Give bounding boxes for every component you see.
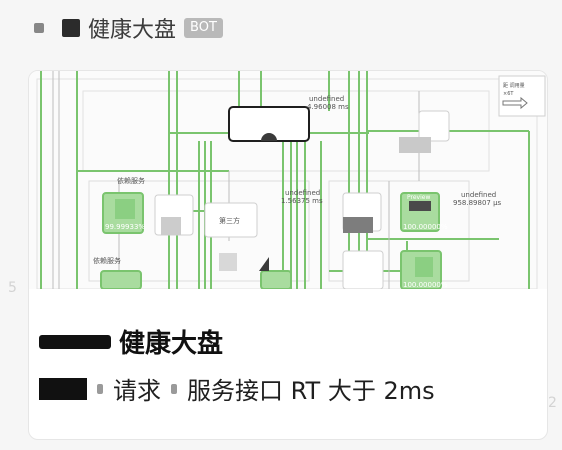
- service-diagram-image[interactable]: undefined 4.96008 ms undefined 1.56375 m…: [29, 71, 547, 289]
- label-node-percent-right: 100.00000%: [403, 223, 448, 231]
- watermark-left: 5: [8, 280, 17, 296]
- chat-header: 健康大盘 BOT: [34, 12, 223, 44]
- watermark-right: 2: [548, 395, 557, 411]
- label-node-percent-left: 99.99933%: [105, 223, 145, 231]
- diagram-svg: undefined 4.96008 ms undefined 1.56375 m…: [36, 71, 546, 289]
- message-text-part2: 服务接口 RT 大于 2ms: [187, 377, 435, 405]
- label-mid-center: undefined: [285, 189, 320, 197]
- legend-line1: 距 调用量: [503, 82, 525, 89]
- bot-badge: BOT: [184, 18, 223, 38]
- message-card[interactable]: undefined 4.96008 ms undefined 1.56375 m…: [28, 70, 548, 440]
- message-title: 健康大盘: [39, 323, 223, 360]
- redacted-block: [39, 334, 111, 349]
- legend-line2: ×6T: [503, 91, 514, 97]
- redacted-mark: [171, 383, 177, 394]
- label-top-center: undefined: [309, 95, 344, 103]
- label-node-percent-bottom: 100.00000%: [403, 281, 448, 289]
- label-mid-center-value: 1.56375 ms: [281, 197, 323, 205]
- bot-icon: [62, 19, 80, 37]
- message-text-part1: 请求: [113, 377, 161, 405]
- message-title-text: 健康大盘: [119, 329, 224, 359]
- label-left-group: 依赖服务: [117, 176, 145, 185]
- label-third-party: 第三方: [219, 216, 240, 225]
- message-text: 请求 服务接口 RT 大于 2ms: [39, 371, 435, 406]
- bot-name[interactable]: 健康大盘: [88, 18, 177, 43]
- label-right-value: 958.89807 μs: [453, 199, 502, 207]
- redacted-mark: [97, 383, 103, 394]
- redacted-block: [39, 377, 87, 400]
- label-right: undefined: [461, 191, 496, 199]
- label-node-preview: Preview: [407, 194, 430, 201]
- avatar[interactable]: [34, 23, 44, 33]
- label-top-center-value: 4.96008 ms: [307, 103, 349, 111]
- label-left-group2: 依赖服务: [93, 256, 121, 265]
